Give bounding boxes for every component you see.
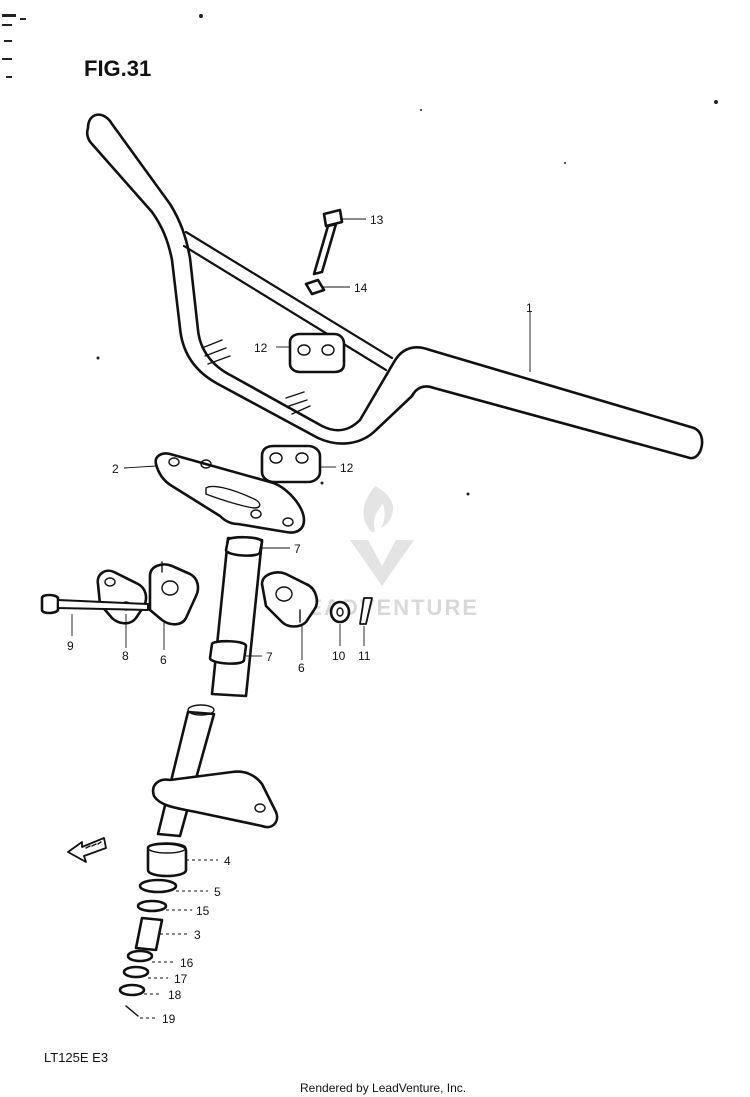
lower-stem-3 — [134, 916, 164, 952]
bearing-4 — [146, 842, 188, 878]
lower-bracket — [151, 770, 279, 829]
callout-10: 10 — [332, 649, 346, 663]
scan-specks — [2, 14, 718, 496]
callout-1: 1 — [526, 301, 533, 315]
callout-9: 9 — [67, 639, 74, 653]
callout-14: 14 — [354, 281, 368, 295]
ring-15 — [136, 899, 168, 913]
model-code: LT125E E3 — [44, 1050, 108, 1065]
callout-5: 5 — [214, 885, 221, 899]
callout-7-lower: 7 — [266, 650, 273, 664]
figure-title: FIG.31 — [84, 56, 151, 81]
plate-8 — [96, 569, 148, 625]
leader-lines — [71, 218, 531, 1019]
callout-17: 17 — [174, 972, 188, 986]
bearing-race-5 — [138, 878, 178, 894]
forward-arrow-icon — [67, 837, 107, 863]
footer-credit: Rendered by LeadVenture, Inc. — [300, 1081, 466, 1095]
callout-8: 8 — [122, 649, 129, 663]
watermark-text: LEADVENTURE — [292, 595, 479, 620]
bolt-9 — [40, 593, 149, 615]
handlebar-holder-lower-12 — [260, 444, 322, 484]
callout-4: 4 — [224, 854, 231, 868]
callout-11: 11 — [358, 649, 371, 663]
callout-18: 18 — [168, 988, 182, 1002]
callout-6-left: 6 — [160, 653, 167, 667]
callout-7-upper: 7 — [294, 542, 301, 556]
bolt-13 — [312, 208, 344, 276]
upper-bracket-plate-2 — [154, 452, 306, 534]
clamp-right-6 — [260, 571, 319, 628]
callout-13: 13 — [370, 213, 384, 227]
callout-16: 16 — [180, 956, 194, 970]
callout-12-upper: 12 — [254, 341, 268, 355]
cotter-pin-11 — [359, 597, 373, 625]
watermark-flame-icon — [363, 486, 393, 533]
callout-12-lower: 12 — [340, 461, 354, 475]
callout-3: 3 — [194, 928, 201, 942]
callout-15: 15 — [196, 904, 210, 918]
handlebar — [85, 113, 704, 460]
watermark: LEADVENTURE — [292, 486, 479, 620]
callout-6-right: 6 — [298, 661, 305, 675]
callout-19: 19 — [162, 1012, 176, 1026]
callouts: 13 14 12 12 2 1 7 7 9 8 6 6 10 11 4 5 15… — [67, 213, 533, 1026]
stem-parts-16-18 — [118, 949, 154, 1017]
nut-14 — [304, 278, 326, 296]
washer-10 — [329, 600, 351, 624]
watermark-v-icon — [350, 540, 414, 586]
callout-2: 2 — [112, 462, 119, 476]
clamp-left-6 — [148, 561, 200, 626]
handlebar-holder-upper-12 — [288, 332, 346, 374]
